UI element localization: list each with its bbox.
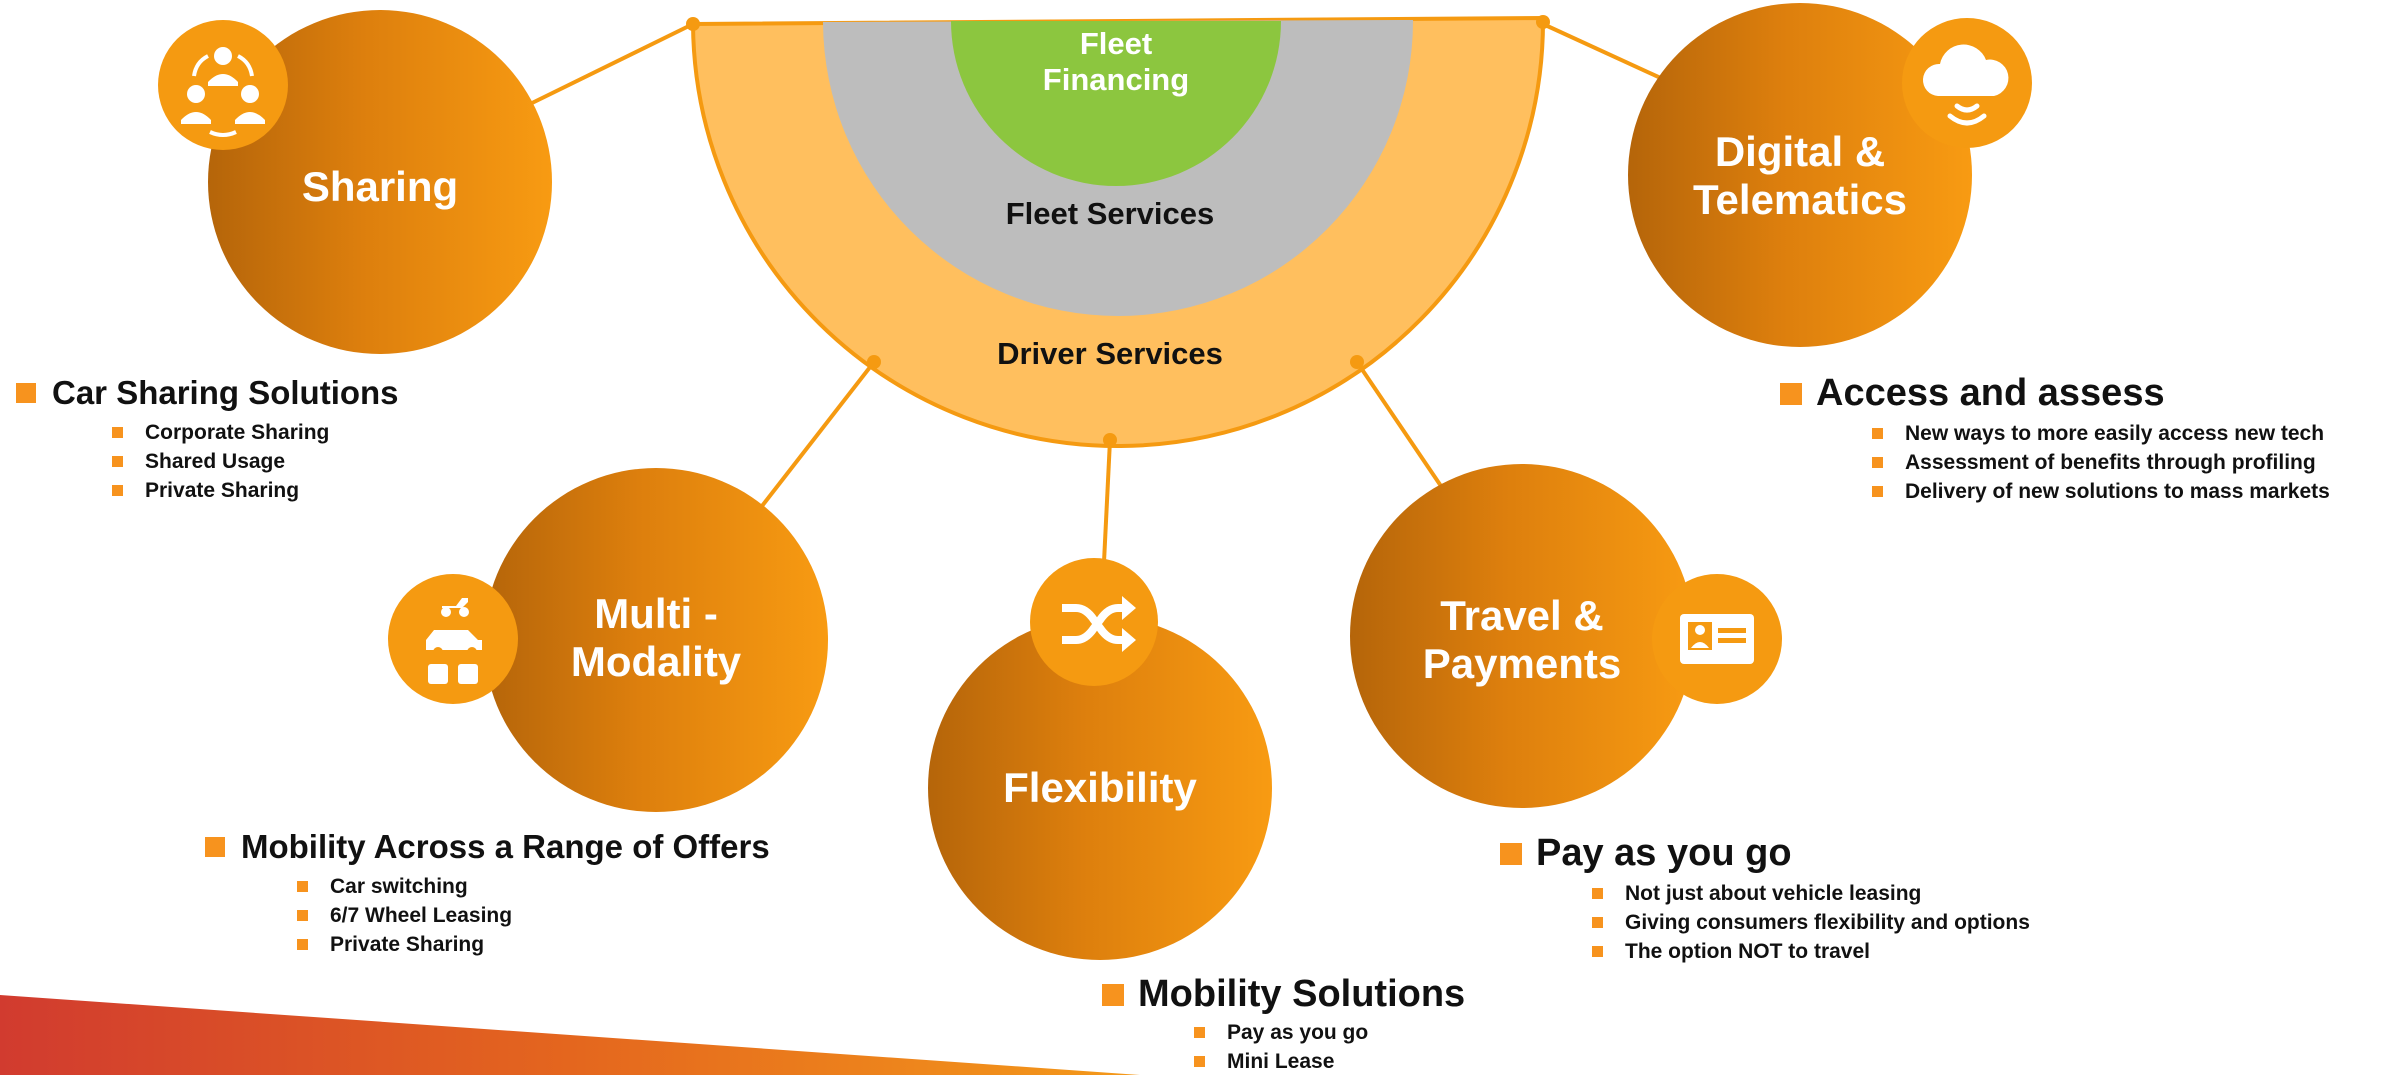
digital-item: Assessment of benefits through profiling xyxy=(1905,451,2316,474)
bullet-square xyxy=(1780,382,1802,405)
travel-circle xyxy=(1350,464,1694,808)
fleet-services-label: Fleet Services xyxy=(1005,196,1215,231)
flexibility-heading: Mobility Solutions xyxy=(1138,973,1466,1015)
sharing-item: Shared Usage xyxy=(145,450,286,473)
travel-item: Giving consumers flexibility and options xyxy=(1625,911,2030,934)
sharing-item: Corporate Sharing xyxy=(145,421,330,444)
bullet-square xyxy=(1872,486,1883,497)
bullet-square xyxy=(1194,1027,1205,1038)
travel-block: Pay as you go Not just about vehicle lea… xyxy=(1500,832,2030,966)
multi-modality-label: Multi - Modality xyxy=(570,590,742,686)
flexibility-circle xyxy=(928,616,1272,960)
multi-item: Car switching xyxy=(330,875,468,898)
sharing-block: Car Sharing Solutions Corporate Sharing … xyxy=(16,374,399,505)
bullet-square xyxy=(16,383,36,403)
travel-label: Travel & Payments xyxy=(1422,592,1622,688)
cloud-signal-icon xyxy=(1902,18,2032,148)
bullet-square xyxy=(1500,842,1522,865)
bullet-square xyxy=(112,456,123,467)
sharing-circle xyxy=(208,10,552,354)
multi-modality-circle xyxy=(484,468,828,812)
digital-block: Access and assess New ways to more easil… xyxy=(1780,372,2330,506)
connector-dot xyxy=(1103,433,1117,447)
multi-block: Mobility Across a Range of Offers Car sw… xyxy=(205,828,770,959)
bullet-square xyxy=(297,881,308,892)
bullet-square xyxy=(1102,983,1124,1006)
bullet-square xyxy=(1872,457,1883,468)
travel-heading: Pay as you go xyxy=(1536,832,1792,874)
shuffle-icon xyxy=(1030,558,1158,686)
connector-dot xyxy=(867,355,881,369)
digital-circle xyxy=(1628,3,1972,347)
bullet-square xyxy=(1592,888,1603,899)
bullet-square xyxy=(112,427,123,438)
sharing-heading: Car Sharing Solutions xyxy=(52,374,399,411)
multi-item: 6/7 Wheel Leasing xyxy=(330,904,513,927)
connector-dots xyxy=(686,15,1550,447)
driver-services-label: Driver Services xyxy=(997,336,1223,371)
digital-item: Delivery of new solutions to mass market… xyxy=(1905,480,2330,503)
connector-dot xyxy=(1536,15,1550,29)
bottom-banner xyxy=(0,995,1140,1075)
digital-label: Digital & Telematics xyxy=(1693,128,1907,224)
bullet-square xyxy=(1872,428,1883,439)
id-card-icon xyxy=(1652,574,1782,704)
connector-sharing xyxy=(529,22,694,106)
bullet-square xyxy=(1592,946,1603,957)
travel-item: Not just about vehicle leasing xyxy=(1625,882,1922,905)
flexibility-item: Mini Lease xyxy=(1227,1050,1335,1073)
connector-lines xyxy=(529,22,1666,563)
digital-heading: Access and assess xyxy=(1816,372,2165,414)
connector-digital xyxy=(1542,22,1666,82)
bullet-square xyxy=(112,485,123,496)
people-exchange-icon xyxy=(158,20,288,150)
connector-multi xyxy=(760,360,876,508)
bullet-square xyxy=(205,837,225,857)
bullet-square xyxy=(297,939,308,950)
connector-dot xyxy=(1350,355,1364,369)
connector-flexibility xyxy=(1102,439,1112,563)
multi-item: Private Sharing xyxy=(330,933,485,956)
bullet-square xyxy=(1592,917,1603,928)
digital-item: New ways to more easily access new tech xyxy=(1905,422,2325,445)
connector-travel xyxy=(1355,360,1447,494)
bullet-square xyxy=(297,910,308,921)
multi-heading: Mobility Across a Range of Offers xyxy=(241,828,770,865)
travel-item: The option NOT to travel xyxy=(1625,940,1870,963)
connector-dot xyxy=(686,17,700,31)
bullet-square xyxy=(1194,1056,1205,1067)
flexibility-item: Pay as you go xyxy=(1227,1021,1369,1044)
flexibility-block: Mobility Solutions Pay as you go Mini Le… xyxy=(1102,973,1465,1076)
sharing-item: Private Sharing xyxy=(145,479,300,502)
transport-modes-icon xyxy=(388,574,518,704)
flexibility-label: Flexibility xyxy=(1003,764,1197,811)
sharing-label: Sharing xyxy=(301,163,459,210)
fleet-financing-core xyxy=(951,21,1281,186)
fleet-financing-label: Fleet Financing xyxy=(1042,26,1190,97)
